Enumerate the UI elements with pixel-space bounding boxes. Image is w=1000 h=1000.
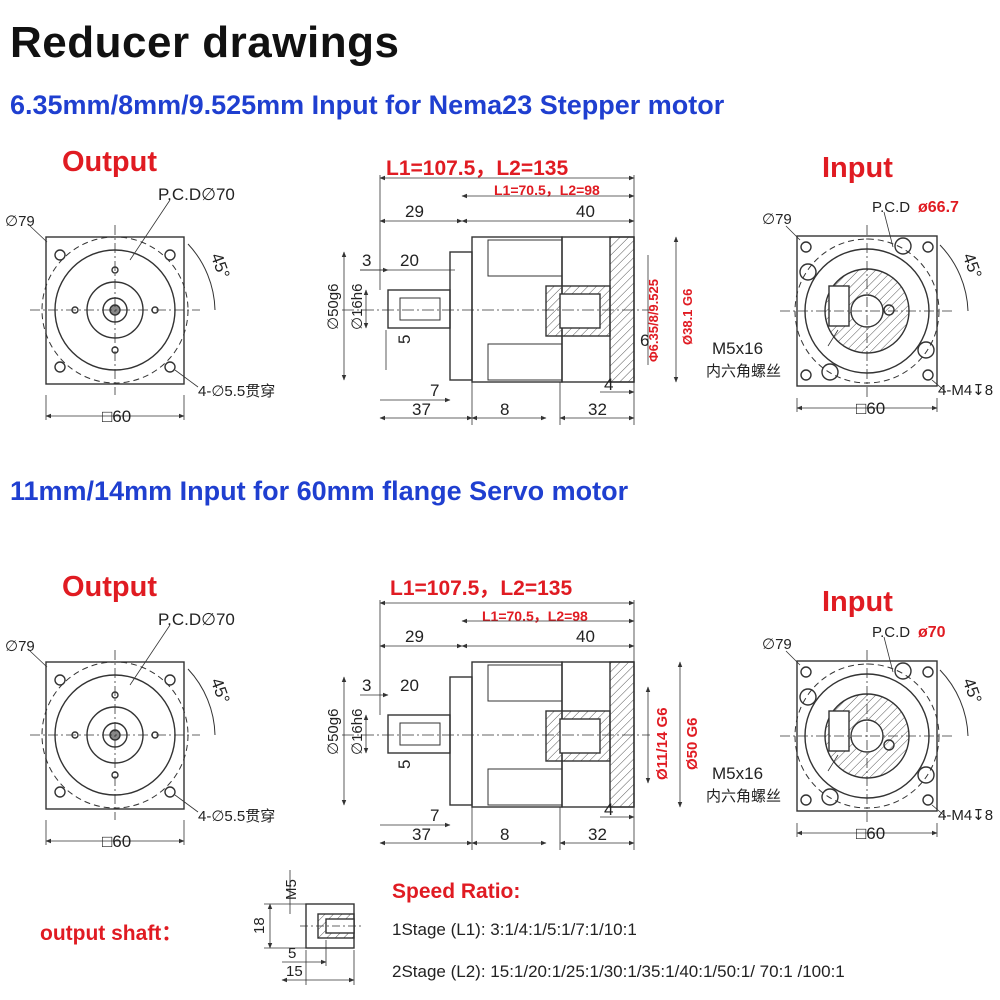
shaft-dim-18: 18 (251, 917, 268, 934)
section-heading-servo: 11mm/14mm Input for 60mm flange Servo mo… (10, 476, 629, 506)
side-dim-spigot: Ø38.1 G6 (680, 289, 695, 345)
input-flange-section (609, 236, 635, 383)
section-servo-drawings: P.C.D∅70 ∅79 45° 4-∅5.5贯穿 □60 (5, 600, 993, 851)
speed-ratio-title: Speed Ratio: (392, 880, 521, 903)
side-dim-8: 8 (500, 400, 509, 419)
input-screw-dim: M5x16 (712, 339, 763, 358)
input-screw-dim: M5x16 (712, 764, 763, 783)
side-section-view (342, 236, 650, 383)
side-dim-spigot: Ø50 G6 (684, 717, 701, 770)
section-stepper-drawings: P.C.D∅70 ∅79 45° 4-∅5.5贯穿 □60 (5, 175, 993, 426)
side-dim-37: 37 (412, 400, 431, 419)
shaft-dim-m5: M5 (283, 879, 300, 900)
side-dim-3: 3 (362, 676, 371, 695)
output-shaft-detail (264, 870, 362, 985)
speed-ratio-stage1: 1Stage (L1): 3:1/4:1/5:1/7:1/10:1 (392, 920, 637, 939)
side-dimension-lines (341, 600, 683, 850)
input-pcd-value: ø70 (918, 624, 946, 641)
input-square-dim: □60 (856, 399, 885, 418)
input-screw-cn: 内六角螺丝 (706, 788, 781, 805)
side-dim-16: ∅16h6 (349, 284, 366, 330)
output-holes-dim: 4-∅5.5贯穿 (198, 383, 275, 400)
side-dim-5: 5 (395, 335, 414, 344)
side-dim-50: ∅50g6 (325, 709, 342, 755)
side-dim-50: ∅50g6 (325, 284, 342, 330)
input-square-dim: □60 (856, 824, 885, 843)
speed-ratio-stage2: 2Stage (L2): 15:1/20:1/25:1/30:1/35:1/40… (392, 962, 845, 981)
coupling-bore (559, 293, 601, 329)
input-holes-dim: 4-M4↧8 (938, 382, 993, 399)
output-dia-dim: ∅79 (5, 638, 35, 655)
input-angle-dim: 45° (959, 250, 986, 281)
output-dia-dim: ∅79 (5, 213, 35, 230)
side-dim-bore: Φ6.35/8/9.525 (646, 279, 661, 362)
side-dim-20: 20 (400, 676, 419, 695)
length-main-dimension: L1=107.5，L2=135 (390, 577, 573, 600)
input-front-view (780, 636, 969, 837)
input-screw-cn: 内六角螺丝 (706, 363, 781, 380)
input-dia-dim: ∅79 (762, 211, 792, 228)
output-pcd-dim: P.C.D∅70 (158, 610, 235, 629)
housing-fin (487, 239, 563, 277)
output-angle-dim: 45° (207, 250, 234, 281)
side-dim-7: 7 (430, 381, 439, 400)
side-dim-29: 29 (405, 627, 424, 646)
side-dim-20: 20 (400, 251, 419, 270)
output-front-view (29, 199, 216, 420)
side-dim-3: 3 (362, 251, 371, 270)
mount-hole (54, 249, 66, 261)
output-front-view (29, 624, 216, 845)
side-dimension-lines (341, 175, 679, 425)
side-dim-32: 32 (588, 825, 607, 844)
side-dim-4: 4 (604, 375, 613, 394)
side-dim-7: 7 (430, 806, 439, 825)
side-dim-40: 40 (576, 202, 595, 221)
side-dim-8: 8 (500, 825, 509, 844)
length-main-dimension: L1=107.5，L2=135 (386, 157, 569, 180)
input-dia-dim: ∅79 (762, 636, 792, 653)
input-front-view (780, 211, 969, 412)
input-pcd-value: ø66.7 (918, 199, 959, 216)
housing-fin (487, 343, 563, 381)
side-dim-16: ∅16h6 (349, 709, 366, 755)
mount-hole (164, 361, 176, 373)
input-pcd-prefix: P.C.D (872, 199, 910, 216)
shaft-dim-5: 5 (288, 945, 296, 962)
side-dim-bore: Ø11/14 G6 (654, 707, 671, 780)
side-dim-37: 37 (412, 825, 431, 844)
side-dim-29: 29 (405, 202, 424, 221)
side-dim-32: 32 (588, 400, 607, 419)
input-view-label: Input (822, 152, 893, 184)
mount-hole (54, 361, 66, 373)
output-angle-dim: 45° (207, 675, 234, 706)
output-view-label: Output (62, 571, 158, 603)
side-dim-5: 5 (395, 760, 414, 769)
output-shaft (387, 289, 451, 329)
mount-hole (164, 249, 176, 261)
side-dim-4: 4 (604, 800, 613, 819)
output-shaft-label: output shaft： (40, 922, 183, 945)
output-flange (449, 251, 473, 381)
input-angle-dim: 45° (959, 675, 986, 706)
side-dim-40: 40 (576, 627, 595, 646)
section-heading-stepper: 6.35mm/8mm/9.525mm Input for Nema23 Step… (10, 90, 725, 120)
shaft-dim-15: 15 (286, 963, 303, 980)
output-view-label: Output (62, 146, 158, 178)
input-view-label: Input (822, 586, 893, 618)
input-pcd-prefix: P.C.D (872, 624, 910, 641)
output-square-dim: □60 (102, 832, 131, 851)
shaft-key (399, 297, 441, 321)
output-holes-dim: 4-∅5.5贯穿 (198, 808, 275, 825)
side-dim-6: 6 (640, 331, 649, 350)
output-pcd-dim: P.C.D∅70 (158, 185, 235, 204)
output-square-dim: □60 (102, 407, 131, 426)
side-section-view (342, 661, 650, 808)
input-holes-dim: 4-M4↧8 (938, 807, 993, 824)
page-title: Reducer drawings (10, 18, 400, 67)
